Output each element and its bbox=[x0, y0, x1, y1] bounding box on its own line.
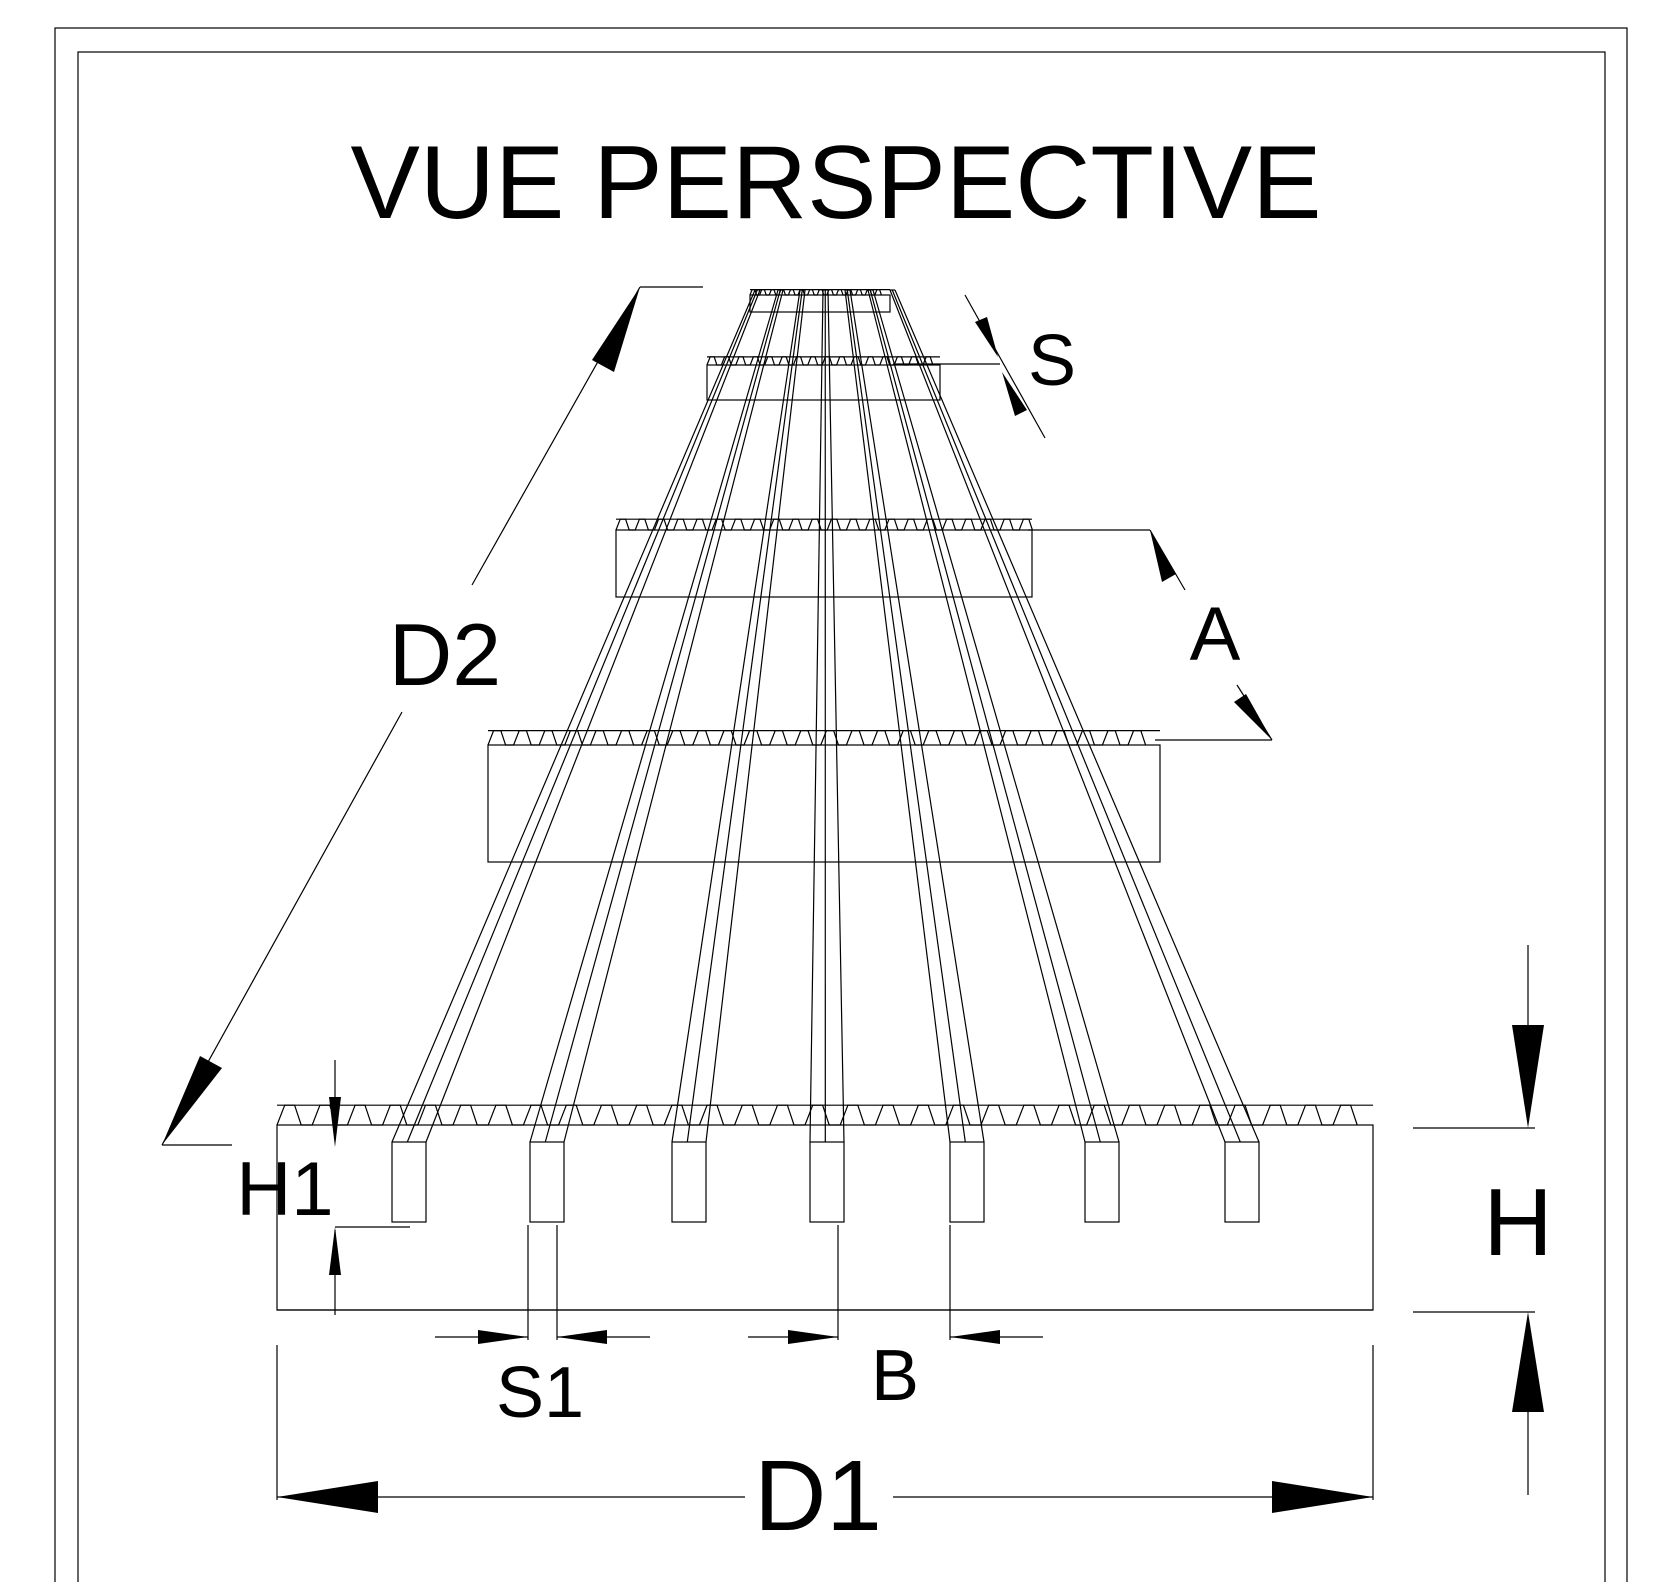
s1-arrow-left bbox=[478, 1330, 528, 1344]
grating-body bbox=[276, 289, 1374, 1311]
label-d2: D2 bbox=[389, 605, 502, 704]
h-arrow-bottom bbox=[1512, 1312, 1544, 1412]
inner-frame bbox=[77, 51, 1606, 1582]
cross-bar-1 bbox=[276, 1124, 1374, 1311]
bearing-bar-edge-left-2 bbox=[529, 289, 779, 1143]
dimension-d1: D1 bbox=[276, 1345, 1374, 1552]
dimension-h1: H1 bbox=[236, 1060, 410, 1315]
dimension-a: A bbox=[1028, 529, 1273, 741]
cross-bar-teeth-4 bbox=[706, 356, 934, 366]
bearing-bar-front-5 bbox=[949, 1141, 985, 1223]
bearing-bar-front-3 bbox=[671, 1141, 707, 1223]
h1-arrow-top bbox=[329, 1097, 341, 1147]
cross-bar-teeth-3 bbox=[615, 518, 1033, 531]
outer-frame bbox=[54, 27, 1628, 1582]
dimension-s: S bbox=[893, 294, 1076, 439]
label-a: A bbox=[1190, 592, 1241, 677]
bearing-bar-front-2 bbox=[529, 1141, 565, 1223]
bearing-bar-edge-left-6 bbox=[867, 289, 1086, 1143]
bearing-bar-edge-right-3 bbox=[705, 289, 806, 1143]
label-s: S bbox=[1028, 321, 1076, 401]
bearing-bar-edge-right-7 bbox=[894, 289, 1260, 1143]
bearing-bar-edge-right-5 bbox=[849, 289, 985, 1143]
cross-bar-teeth-5 bbox=[749, 289, 882, 296]
bearing-bar-front-4 bbox=[809, 1141, 845, 1223]
bearing-bar-edge-left-3 bbox=[671, 289, 801, 1143]
s1-arrow-right bbox=[557, 1330, 607, 1344]
bearing-bar-front-7 bbox=[1224, 1141, 1260, 1223]
dimension-d2: D2 bbox=[161, 286, 703, 1146]
d2-arrow-top bbox=[592, 287, 640, 372]
b-arrow-right bbox=[950, 1330, 1000, 1344]
bearing-bar-edge-right-2 bbox=[563, 289, 784, 1143]
bearing-bar-edge-right-6 bbox=[872, 289, 1120, 1143]
cross-bar-3 bbox=[615, 529, 1033, 598]
bearing-bar-edge-right-1 bbox=[425, 289, 761, 1143]
s-arrow-top bbox=[975, 317, 998, 357]
cross-bar-2 bbox=[487, 744, 1161, 863]
cross-bar-5 bbox=[749, 294, 891, 313]
label-h: H bbox=[1483, 1169, 1552, 1276]
d2-arrow-bottom bbox=[162, 1056, 222, 1145]
label-d1: D1 bbox=[754, 1440, 882, 1552]
bearing-bar-edge-left-4 bbox=[809, 289, 824, 1143]
a-arrow-bottom bbox=[1234, 694, 1272, 740]
cross-bar-4 bbox=[706, 364, 941, 401]
d1-arrow-left bbox=[277, 1481, 378, 1513]
label-b: B bbox=[871, 1336, 919, 1416]
label-s1: S1 bbox=[496, 1353, 584, 1433]
bearing-bar-edge-left-7 bbox=[889, 289, 1226, 1143]
dimension-s1: S1 bbox=[435, 1225, 650, 1433]
dimension-b: B bbox=[748, 1225, 1043, 1416]
s-arrow-bottom bbox=[1002, 372, 1027, 416]
label-h1: H1 bbox=[236, 1147, 333, 1232]
bearing-bar-edge-right-4 bbox=[827, 289, 845, 1143]
h-arrow-top bbox=[1512, 1025, 1544, 1128]
bearing-bar-front-1 bbox=[391, 1141, 427, 1223]
d1-arrow-right bbox=[1272, 1481, 1373, 1513]
bearing-bar-edge-left-5 bbox=[844, 289, 951, 1143]
page-title: VUE PERSPECTIVE bbox=[351, 125, 1322, 241]
bearing-bar-edge-left-1 bbox=[391, 289, 756, 1143]
dimension-h: H bbox=[1413, 945, 1553, 1495]
h1-arrow-bottom bbox=[329, 1227, 341, 1275]
bearing-bar-front-6 bbox=[1084, 1141, 1120, 1223]
a-arrow-top bbox=[1150, 530, 1176, 582]
b-arrow-left bbox=[788, 1330, 838, 1344]
